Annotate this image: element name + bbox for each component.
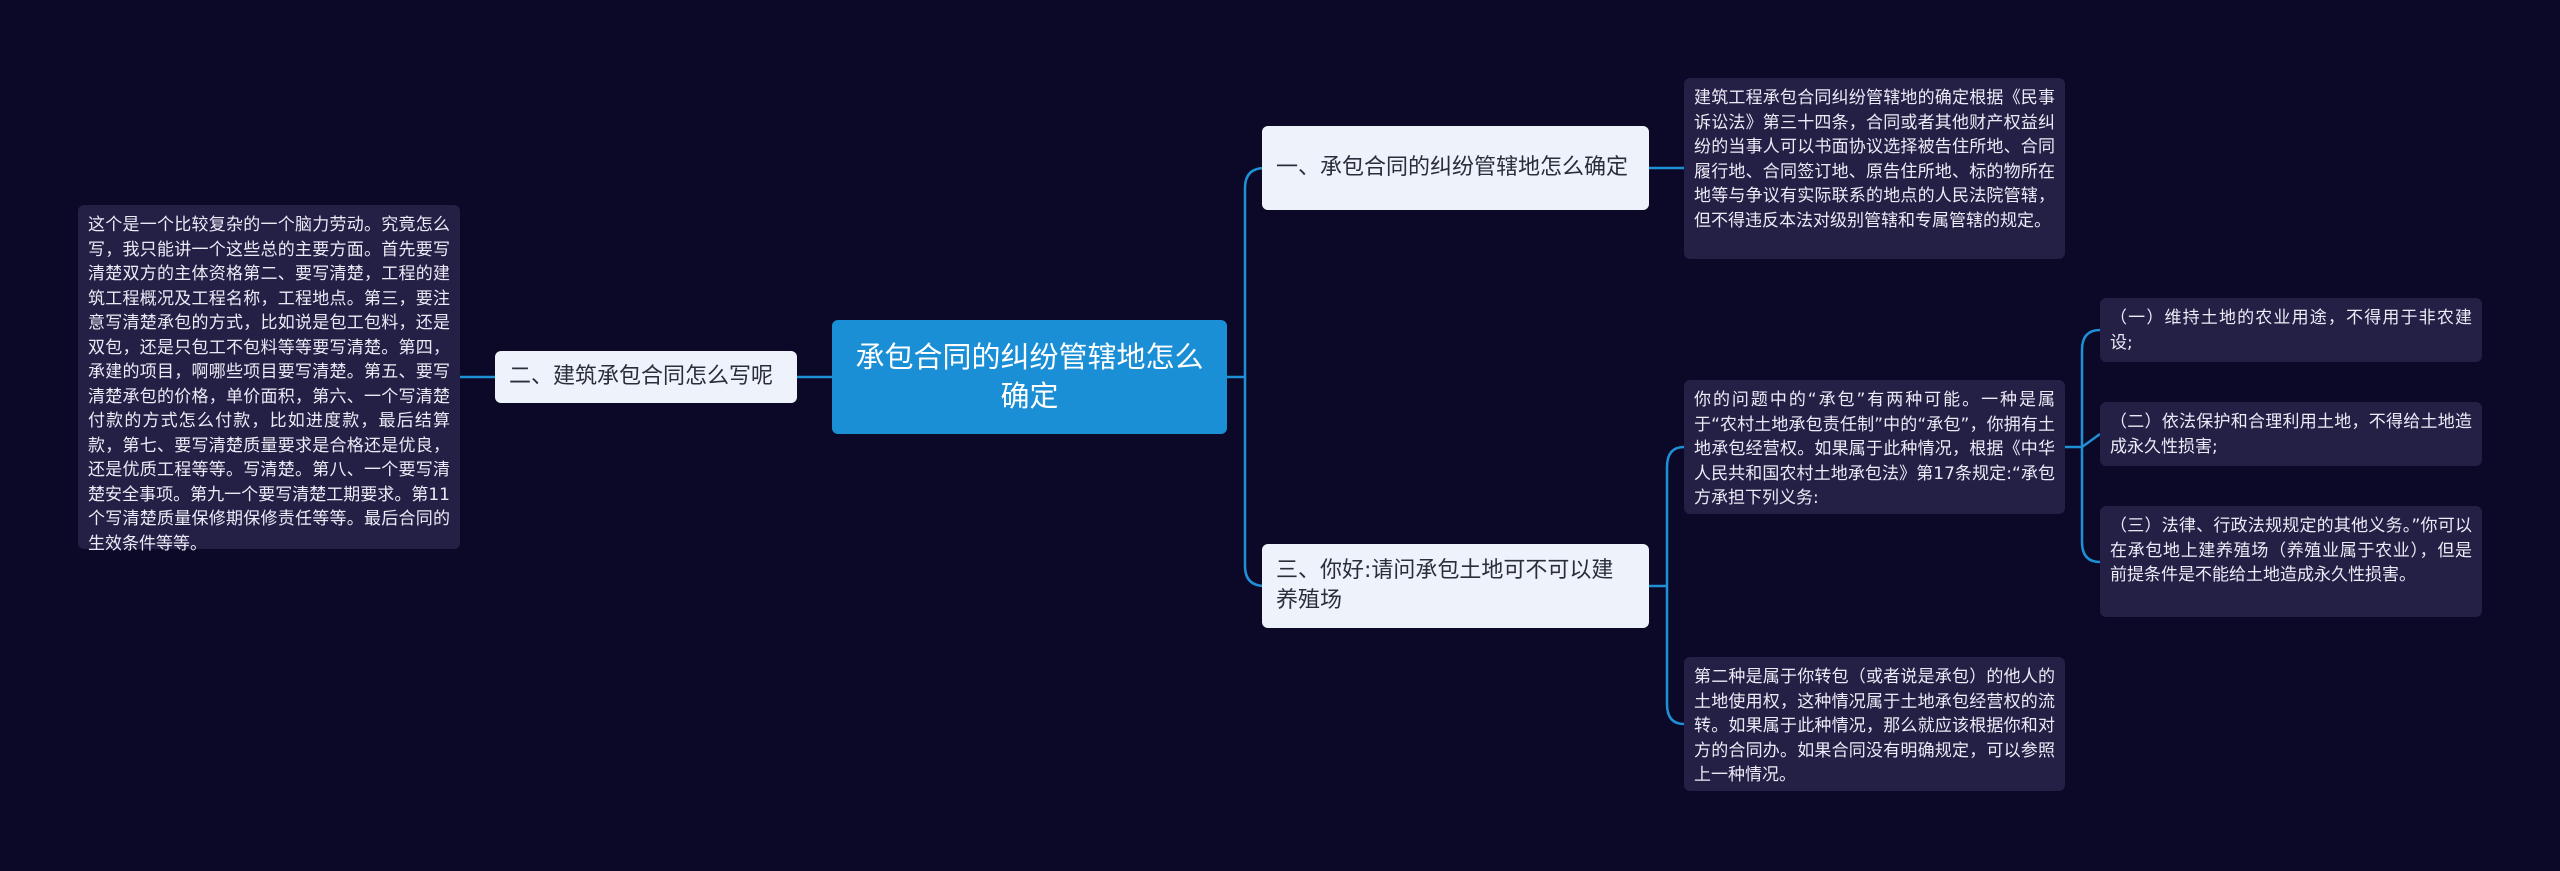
link-branch-3-leaf-2 [1665, 586, 1685, 726]
branch-3-topic[interactable]: 三、你好:请问承包土地可不可以建养殖场 [1262, 544, 1649, 628]
branch-3-leaf-2[interactable]: 第二种是属于你转包（或者说是承包）的他人的土地使用权，这种情况属于土地承包经营权… [1684, 657, 2065, 791]
branch-2-topic[interactable]: 二、建筑承包合同怎么写呢 [495, 351, 797, 403]
child-2-text: （二）依法保护和合理利用土地，不得给土地造成永久性损害; [2110, 412, 2472, 457]
branch-1-label: 一、承包合同的纠纷管辖地怎么确定 [1276, 155, 1629, 180]
link-leaf-3-1-child-3 [2080, 447, 2101, 564]
branch-3-label: 三、你好:请问承包土地可不可以建养殖场 [1276, 558, 1614, 613]
branch-3-leaf-1-child-1[interactable]: （一）维持土地的农业用途，不得用于非农建设; [2100, 298, 2482, 362]
branch-2-leaf-text: 这个是一个比较复杂的一个脑力劳动。究竟怎么写，我只能讲一个这些总的主要方面。首先… [88, 215, 450, 554]
branch-1-leaf-text: 建筑工程承包合同纠纷管辖地的确定根据《民事诉讼法》第三十四条，合同或者其他财产权… [1694, 88, 2055, 231]
child-1-text: （一）维持土地的农业用途，不得用于非农建设; [2110, 308, 2472, 353]
branch-1-leaf[interactable]: 建筑工程承包合同纠纷管辖地的确定根据《民事诉讼法》第三十四条，合同或者其他财产权… [1684, 78, 2065, 259]
branch-2-label: 二、建筑承包合同怎么写呢 [509, 364, 774, 389]
root-topic-label: 承包合同的纠纷管辖地怎么确定 [855, 340, 1204, 413]
link-leaf-3-1-child-2 [2081, 432, 2101, 449]
branch-3-leaf-1[interactable]: 你的问题中的“承包”有两种可能。一种是属于“农村土地承包责任制”中的“承包”，你… [1684, 380, 2065, 514]
child-3-text: （三）法律、行政法规规定的其他义务。”你可以在承包地上建养殖场（养殖业属于农业）… [2110, 516, 2472, 585]
link-branch-3-leaf-1 [1665, 445, 1685, 586]
branch-3-leaf-1-text: 你的问题中的“承包”有两种可能。一种是属于“农村土地承包责任制”中的“承包”，你… [1694, 390, 2055, 508]
branch-2-leaf[interactable]: 这个是一个比较复杂的一个脑力劳动。究竟怎么写，我只能讲一个这些总的主要方面。首先… [78, 205, 460, 554]
root-topic[interactable]: 承包合同的纠纷管辖地怎么确定 [832, 320, 1227, 434]
branch-3-leaf-1-child-3[interactable]: （三）法律、行政法规规定的其他义务。”你可以在承包地上建养殖场（养殖业属于农业）… [2100, 506, 2482, 617]
branch-3-leaf-1-child-2[interactable]: （二）依法保护和合理利用土地，不得给土地造成永久性损害; [2100, 402, 2482, 466]
link-leaf-3-1-child-1 [2080, 328, 2101, 447]
branch-1-topic[interactable]: 一、承包合同的纠纷管辖地怎么确定 [1262, 126, 1649, 210]
branch-3-leaf-2-text: 第二种是属于你转包（或者说是承包）的他人的土地使用权，这种情况属于土地承包经营权… [1694, 667, 2055, 785]
